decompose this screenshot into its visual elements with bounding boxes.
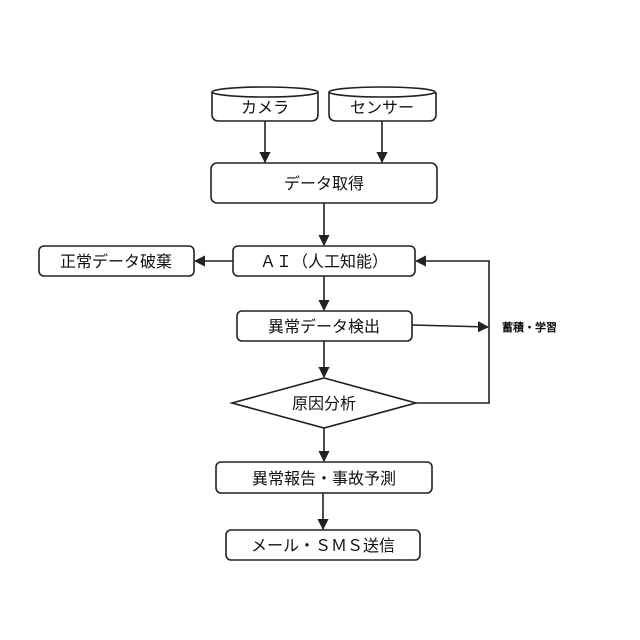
root-cause-analysis-node: 原因分析	[232, 378, 416, 428]
anomaly-detection-label: 異常データ検出	[268, 317, 380, 336]
incident-report-node: 異常報告・事故予測	[216, 462, 432, 493]
ai-node: ＡＩ（人工知能）	[233, 246, 415, 276]
camera-node: カメラ	[212, 87, 318, 121]
feedback-label: 蓄積・学習	[502, 320, 557, 334]
edge-detection-to-feedback	[412, 325, 488, 327]
mail-sms-label: メール・ＳＭＳ送信	[251, 536, 395, 555]
edge-feedback-loop	[416, 261, 489, 403]
data-acquisition-node: データ取得	[211, 163, 437, 203]
sensor-node: センサー	[329, 87, 436, 121]
root-cause-analysis-label: 原因分析	[292, 394, 356, 413]
anomaly-detection-node: 異常データ検出	[237, 311, 412, 341]
sensor-label: センサー	[350, 98, 414, 117]
normal-data-discard-node: 正常データ破棄	[39, 246, 194, 276]
ai-label: ＡＩ（人工知能）	[260, 252, 388, 271]
data-acquisition-label: データ取得	[284, 174, 364, 193]
mail-sms-node: メール・ＳＭＳ送信	[226, 530, 420, 560]
normal-data-discard-label: 正常データ破棄	[60, 252, 172, 271]
incident-report-label: 異常報告・事故予測	[252, 469, 396, 488]
camera-label: カメラ	[241, 98, 289, 117]
